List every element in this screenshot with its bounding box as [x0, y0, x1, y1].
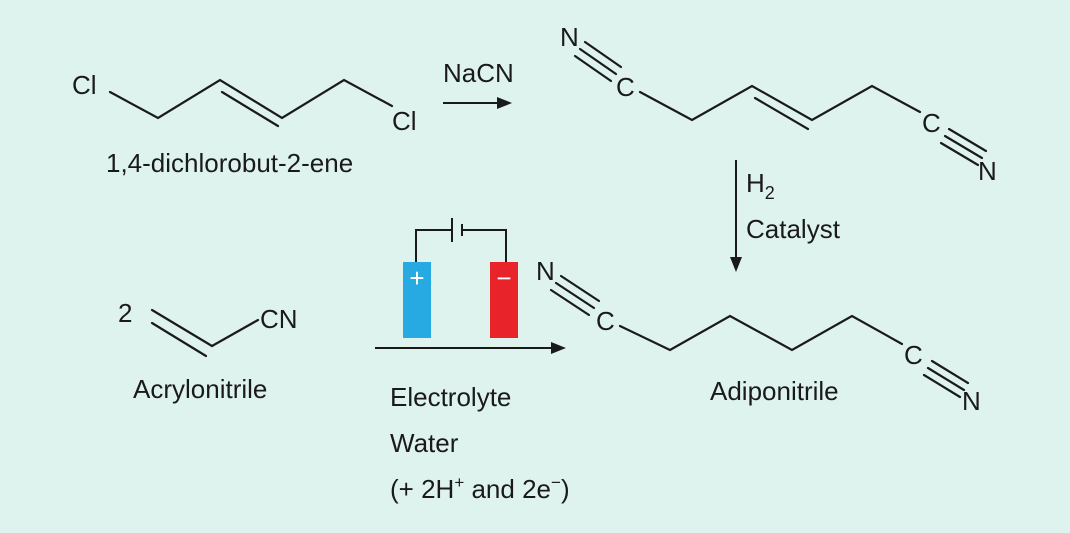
nitrogen-bottom-left-label: N [536, 256, 555, 286]
hydrogenation-arrow-head [730, 257, 742, 272]
acrylonitrile-double-bond-2 [150, 321, 208, 358]
nitrile-triple-bond-1 [578, 47, 618, 76]
catalyst-label: Catalyst [746, 214, 841, 244]
dichlorobutene-structure: Cl Cl [72, 70, 417, 136]
chlorine-left-label: Cl [72, 70, 97, 100]
carbon-bottom-left-label: C [596, 306, 615, 336]
adipo-nitrile-right-2 [930, 359, 970, 385]
condition-protons-electrons: (+ 2H+ and 2e−) [390, 473, 570, 504]
coefficient-label: 2 [118, 298, 132, 328]
cn-group-label: CN [260, 304, 298, 334]
chlorine-right-label: Cl [392, 106, 417, 136]
acrylonitrile-single-bond [210, 318, 260, 348]
carbon-top-right-label: C [922, 108, 941, 138]
carbon-bottom-right-label: C [904, 340, 923, 370]
cathode-sign: − [496, 263, 511, 293]
nitrile-right-triple-2 [947, 127, 988, 153]
nitrile-triple-bond-3 [573, 54, 613, 83]
anode-electrode [403, 262, 431, 338]
adipo-nitrile-right-1 [926, 366, 966, 392]
nitrogen-bottom-right-label: N [962, 386, 981, 416]
hexenedinitrile-skeleton [638, 84, 922, 122]
nitrile-right-triple-3 [939, 141, 980, 167]
nitrile-triple-bond-2 [583, 40, 623, 69]
cathode-electrode [490, 262, 518, 338]
carbon-top-left-label: C [616, 72, 635, 102]
electrolysis-arrow-head [551, 342, 566, 354]
adipo-nitrile-left-2 [559, 274, 601, 303]
nitrogen-top-right-label: N [978, 156, 997, 186]
hydrogen-reagent-label: H2 [746, 168, 775, 203]
adipo-nitrile-left-1 [554, 281, 596, 310]
adiponitrile-skeleton [618, 314, 904, 352]
acrylonitrile-double-bond-1 [150, 308, 214, 348]
nacn-reagent-label: NaCN [443, 58, 514, 88]
dichlorobutene-double-bond [220, 90, 280, 128]
hexenedinitrile-structure: N C C N [560, 22, 997, 186]
nitrogen-top-left-label: N [560, 22, 579, 52]
cathode-wire [462, 229, 507, 262]
condition-water: Water [390, 428, 459, 458]
adiponitrile-structure: N C C N [536, 256, 981, 416]
anode-sign: + [409, 263, 424, 293]
acrylonitrile-structure: 2 CN [118, 298, 298, 358]
adipo-nitrile-right-3 [922, 373, 962, 399]
electrolysis-cell: + − [403, 218, 518, 338]
nacn-arrow-head [497, 97, 512, 109]
adiponitrile-name: Adiponitrile [710, 376, 839, 406]
anode-wire [415, 229, 452, 262]
nitrile-right-triple-1 [943, 134, 984, 160]
hexenedinitrile-double-bond [753, 96, 810, 131]
adipo-nitrile-left-3 [549, 288, 591, 317]
acrylonitrile-name: Acrylonitrile [133, 374, 267, 404]
dichlorobutene-name: 1,4-dichlorobut-2-ene [106, 148, 353, 178]
condition-electrolyte: Electrolyte [390, 382, 511, 412]
dichlorobutene-skeleton [108, 78, 394, 120]
